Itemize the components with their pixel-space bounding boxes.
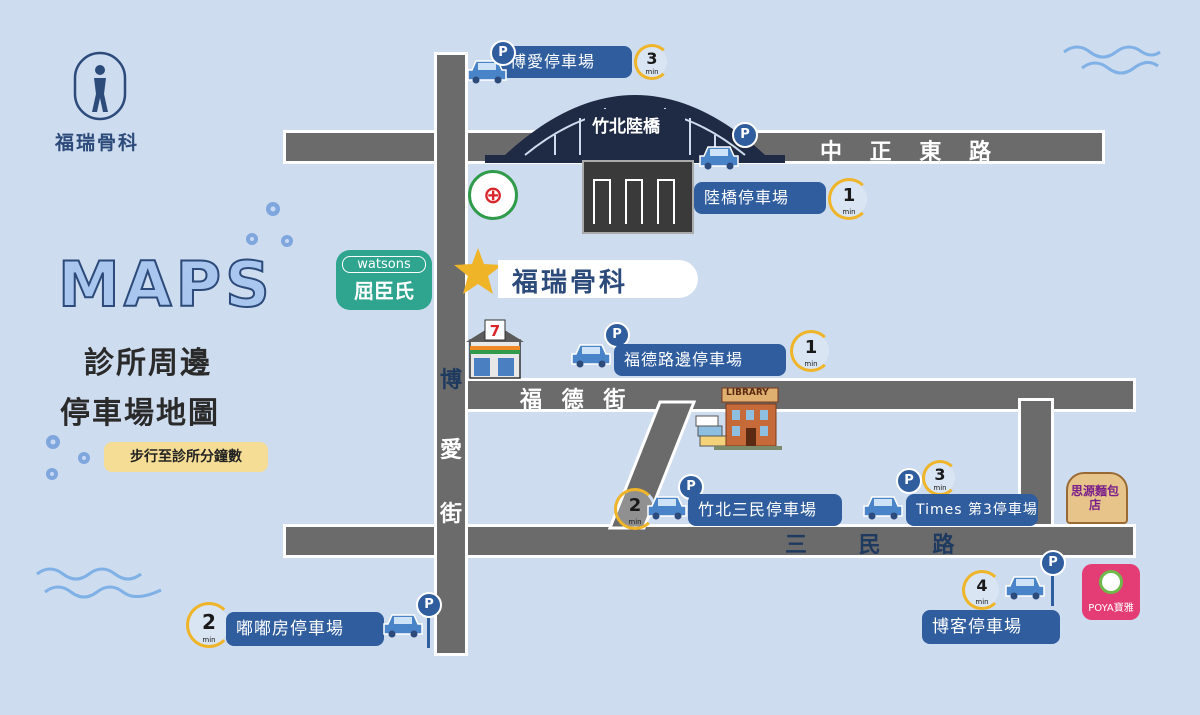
parking-icon: P: [896, 468, 922, 494]
walk-time-unit: min: [645, 68, 659, 76]
walking-minutes-badge: 步行至診所分鐘數: [104, 442, 268, 472]
parking-post: [427, 618, 430, 648]
car-icon: [383, 614, 423, 638]
parking-boke-label[interactable]: 博客停車場: [922, 610, 1060, 644]
road-name-minzu: 三 民 路: [785, 533, 977, 558]
walk-time-value: 1: [804, 337, 818, 358]
bridge-label: 竹北陸橋: [592, 117, 660, 137]
bridge-icon: [485, 95, 785, 163]
walk-time-fude: 1 min: [790, 330, 832, 372]
walk-time-value: 2: [628, 495, 642, 516]
parking-post: [1051, 576, 1054, 606]
poya-logo: POYA寶雅: [1082, 564, 1140, 620]
parking-icon: P: [490, 40, 516, 66]
car-icon: [647, 496, 687, 520]
wave-decoration-top-right: [1063, 45, 1161, 75]
parking-icon: P: [416, 592, 442, 618]
post-office-icon: ⊕: [468, 170, 518, 220]
parking-sanmin-label[interactable]: 竹北三民停車場: [688, 494, 842, 526]
flower-decoration: [246, 202, 293, 247]
star-icon: [454, 248, 502, 294]
walk-time-value: 1: [842, 185, 856, 206]
clinic-logo: [72, 50, 128, 122]
walk-time-dudu: 2 min: [186, 602, 232, 648]
parking-icon: P: [1040, 550, 1066, 576]
walk-time-value: 2: [202, 610, 216, 634]
bakery-icon: [1066, 472, 1128, 524]
walk-time-value: 4: [976, 576, 988, 595]
clinic-label-bg: [498, 260, 698, 298]
watsons-logo: watsons 屈臣氏: [336, 250, 432, 310]
logo-text: 福瑞骨科: [55, 132, 140, 154]
flower-decoration: [46, 435, 90, 480]
watsons-logo-zh: 屈臣氏: [354, 279, 414, 303]
parking-icon: P: [732, 122, 758, 148]
walk-time-value: 3: [934, 465, 946, 484]
clinic-label: 福瑞骨科: [512, 268, 629, 298]
parking-boai-label[interactable]: 博愛停車場: [500, 46, 632, 78]
parking-times-label[interactable]: Times 第3停車場: [906, 494, 1038, 526]
subtitle-line1: 診所周邊: [84, 346, 212, 381]
maps-title: MAPS: [57, 247, 274, 322]
car-icon: [863, 496, 903, 520]
car-icon: [1005, 576, 1045, 600]
parking-dudu-label[interactable]: 嘟嘟房停車場: [226, 612, 384, 646]
subtitle-line2: 停車場地圖: [60, 396, 220, 431]
bridge-parking-lot: [582, 160, 694, 234]
walk-time-unit: min: [842, 208, 856, 216]
convenience-store-icon: 7: [466, 319, 524, 379]
parking-fude-label[interactable]: 福德路邊停車場: [614, 344, 786, 376]
walk-time-unit: min: [933, 484, 947, 492]
road-fude: [434, 378, 1136, 412]
car-icon: [571, 344, 611, 368]
car-icon: [467, 60, 507, 84]
poya-flower-icon: [1099, 570, 1123, 594]
road-name-boai-1: 博: [440, 368, 465, 393]
watsons-logo-en: watsons: [342, 256, 426, 273]
walk-time-luqiao: 1 min: [828, 178, 870, 220]
walk-time-value: 3: [646, 49, 658, 68]
car-icon: [699, 146, 739, 170]
parking-luqiao-label[interactable]: 陸橋停車場: [694, 182, 826, 214]
svg-text:7: 7: [490, 322, 500, 340]
road-name-fude: 福 德 街: [520, 388, 632, 413]
poya-label: POYA寶雅: [1088, 603, 1134, 614]
wave-decoration-left: [36, 567, 162, 599]
walk-time-unit: min: [202, 636, 216, 644]
walk-time-unit: min: [804, 360, 818, 368]
bakery-label: 思源麵包店: [1070, 484, 1119, 512]
road-name-zhongzheng: 中 正 東 路: [820, 140, 1001, 165]
library-label: LIBRARY: [726, 388, 769, 398]
library-icon: [695, 387, 782, 450]
road-name-boai-3: 街: [440, 502, 465, 527]
walk-time-unit: min: [975, 598, 989, 606]
road-name-boai-2: 愛: [440, 438, 465, 463]
walk-time-unit: min: [628, 518, 642, 526]
walk-time-boke: 4 min: [962, 570, 1002, 610]
road-minzu: [283, 524, 1136, 558]
road-boai: [434, 52, 468, 656]
